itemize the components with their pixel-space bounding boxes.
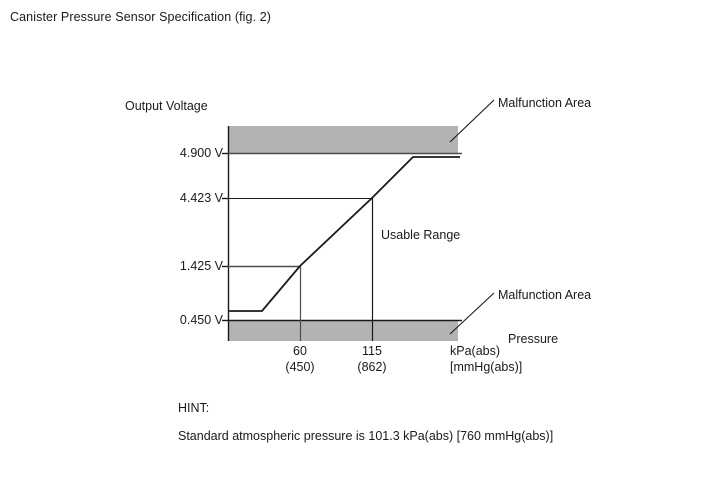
y-tick-label-0450v: 0.450 V [179,313,223,327]
x-tick-label-115kpa-primary: 115 [362,344,382,358]
y-tick-label-4423v: 4.423 V [179,191,223,205]
page-title: Canister Pressure Sensor Specification (… [10,10,272,24]
output-voltage-curve [229,156,460,312]
malfunction-band-upper [228,126,458,153]
x-axis-units: kPa(abs) [mmHg(abs)] [450,344,570,375]
malfunction-area-upper-label: Malfunction Area [498,96,592,110]
y-tick-label-1425v: 1.425 V [179,259,223,273]
x-axis-units-primary: kPa(abs) [450,344,501,358]
leader-line-malfunction-upper [449,99,495,143]
y-tick-label-4900v: 4.900 V [179,146,223,160]
leader-line-malfunction-lower [449,292,495,335]
x-tick-label-60kpa-secondary: (450) [285,359,315,374]
hint-block: HINT: Standard atmospheric pressure is 1… [178,401,553,444]
x-axis-units-secondary: [mmHg(abs)] [450,359,523,374]
x-tick-label-115kpa: 115 (862) [332,344,412,375]
malfunction-area-lower-label: Malfunction Area [498,288,592,302]
hint-heading: HINT: [178,401,210,415]
x-tick-label-60kpa: 60 (450) [260,344,340,375]
x-axis-title: Pressure [508,332,559,346]
usable-range-label: Usable Range [381,228,461,242]
x-tick-label-60kpa-primary: 60 [293,344,307,358]
x-tick-label-115kpa-secondary: (862) [357,359,387,374]
malfunction-band-lower [228,321,458,341]
y-axis-title: Output Voltage [125,99,208,113]
hint-body: Standard atmospheric pressure is 101.3 k… [178,429,554,444]
